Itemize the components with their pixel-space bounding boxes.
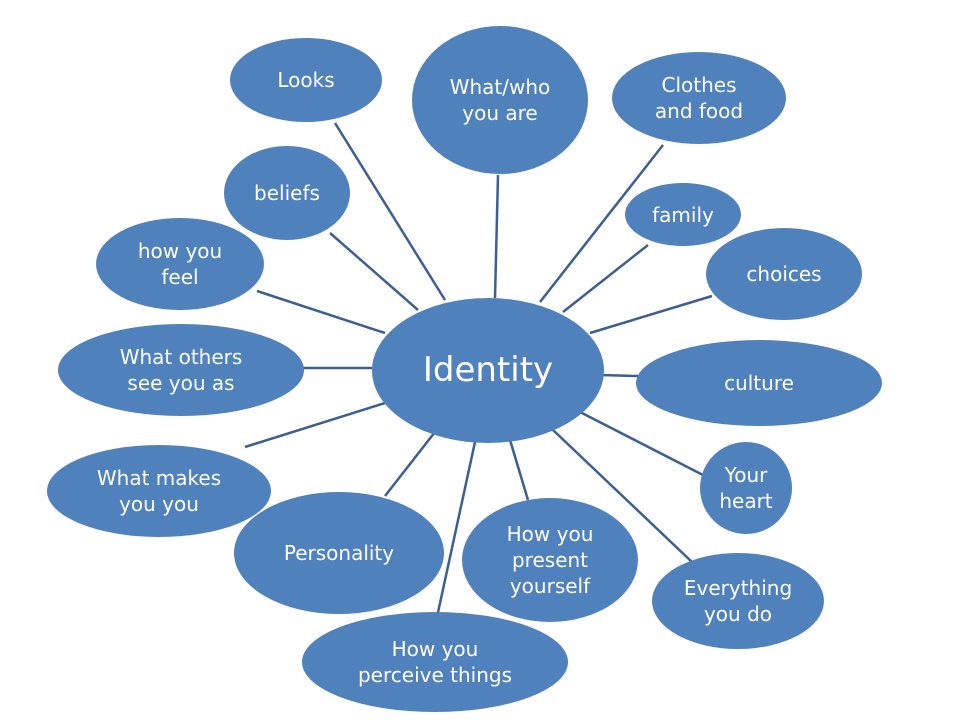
link-choices xyxy=(589,294,713,335)
node-how-you-perceive-things-label: How you perceive things xyxy=(357,637,512,687)
node-family: family xyxy=(625,183,741,246)
node-looks-label: Looks xyxy=(277,68,335,92)
node-identity: Identity xyxy=(372,298,604,443)
node-what-others-see-you-as: What others see you as xyxy=(58,324,304,416)
node-personality-label: Personality xyxy=(283,541,395,565)
link-culture xyxy=(599,373,639,378)
node-culture-label: culture xyxy=(724,371,794,395)
link-how-feel xyxy=(256,289,386,335)
link-family xyxy=(562,244,649,313)
link-looks xyxy=(333,122,447,301)
node-what-makes-you-you: What makes you you xyxy=(47,445,271,537)
node-what-makes-you-you-label: What makes you you xyxy=(96,466,222,516)
link-personality xyxy=(384,431,436,497)
node-your-heart: Your heart xyxy=(700,442,792,534)
node-how-you-feel-label: how you feel xyxy=(137,239,223,289)
node-looks: Looks xyxy=(230,38,382,122)
link-what-who xyxy=(493,174,500,299)
link-your-heart xyxy=(579,410,704,477)
node-culture: culture xyxy=(636,340,882,426)
link-present xyxy=(508,439,530,501)
node-clothes-and-food: Clothes and food xyxy=(612,52,786,144)
node-choices-label: choices xyxy=(746,262,822,286)
link-beliefs xyxy=(329,232,419,311)
node-your-heart-label: Your heart xyxy=(719,463,773,513)
node-identity-label: Identity xyxy=(422,350,554,391)
node-clothes-and-food-label: Clothes and food xyxy=(654,73,744,123)
node-what-who-you-are-label: What/who you are xyxy=(449,75,551,125)
node-what-others-see-you-as-label: What others see you as xyxy=(119,345,243,395)
link-everything xyxy=(552,429,693,563)
link-makes-you xyxy=(244,401,386,449)
node-everything-you-do: Everything you do xyxy=(652,553,824,649)
node-everything-you-do-label: Everything you do xyxy=(683,576,793,626)
node-family-label: family xyxy=(652,202,714,227)
node-how-you-feel: how you feel xyxy=(96,218,264,310)
node-how-you-present-yourself: How you present yourself xyxy=(462,498,638,622)
node-how-you-perceive-things: How you perceive things xyxy=(302,612,568,712)
node-how-you-present-yourself-label: How you present yourself xyxy=(506,522,594,598)
link-clothes-food xyxy=(539,144,664,303)
node-choices: choices xyxy=(706,228,862,320)
node-beliefs-label: beliefs xyxy=(254,181,320,205)
node-what-who-you-are: What/who you are xyxy=(412,26,588,174)
node-beliefs: beliefs xyxy=(224,146,350,240)
node-personality: Personality xyxy=(234,492,444,614)
link-perceive xyxy=(435,441,477,618)
